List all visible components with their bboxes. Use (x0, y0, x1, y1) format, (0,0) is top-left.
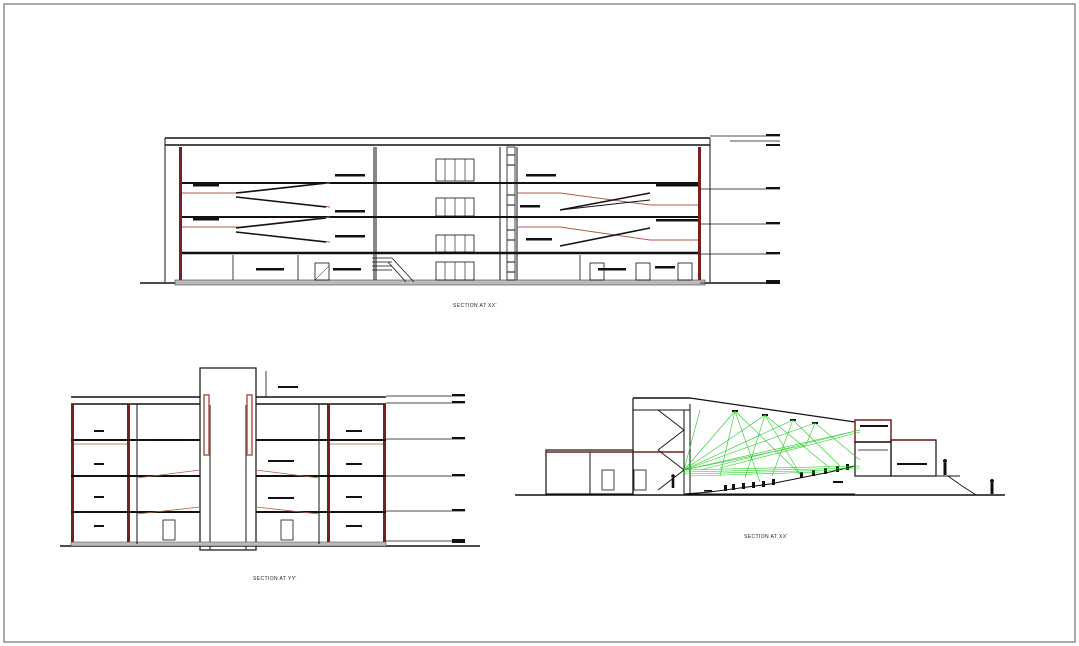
caption-section-xx-auditorium: SECTION AT XX' (744, 534, 788, 540)
sheet-border (3, 3, 1076, 643)
caption-section-xx-top: SECTION AT XX' (453, 303, 497, 309)
section-xx-top (140, 134, 780, 286)
section-xx-auditorium (515, 397, 1005, 496)
caption-section-yy: SECTION AT YY' (253, 576, 297, 582)
sightlines (683, 409, 861, 483)
section-yy (60, 367, 480, 551)
